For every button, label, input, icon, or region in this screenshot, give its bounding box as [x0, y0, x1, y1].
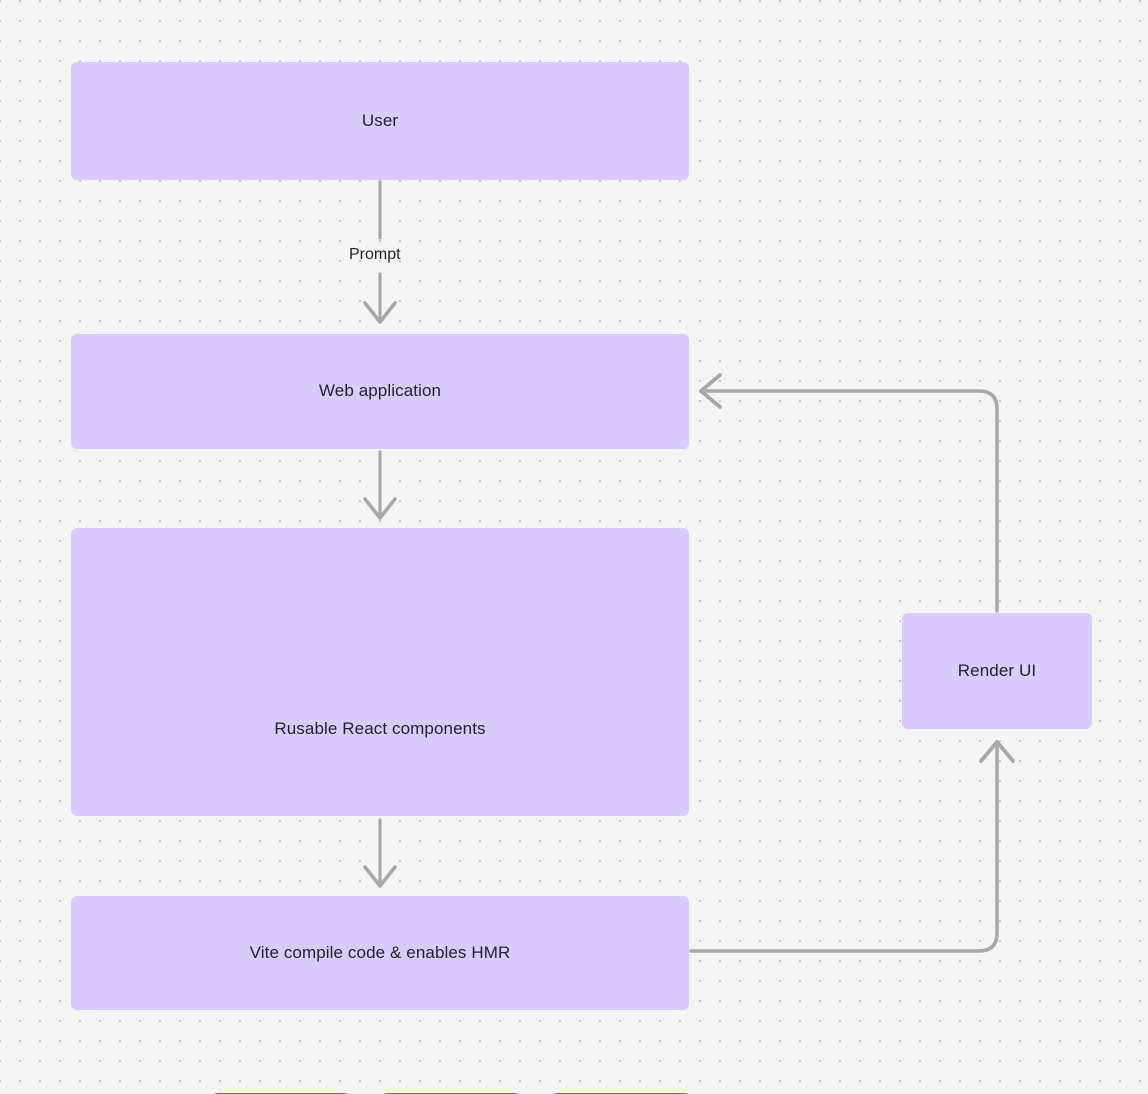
edge-vite-to-render — [689, 740, 1015, 953]
node-user[interactable]: User — [71, 62, 689, 180]
node-vite-label: Vite compile code & enables HMR — [249, 942, 511, 962]
arrowhead-up-render — [979, 740, 1015, 763]
node-render-ui[interactable]: Render UI — [902, 613, 1092, 729]
edge-webapp-to-components — [363, 450, 397, 520]
edge-components-to-vite — [363, 818, 397, 888]
arrowhead-left-webapp — [699, 373, 722, 409]
components-group-caption: Rusable React components — [274, 719, 486, 738]
node-render-ui-label: Render UI — [957, 660, 1037, 680]
node-vite[interactable]: Vite compile code & enables HMR — [71, 896, 689, 1010]
edge-line-vite-render — [689, 740, 999, 953]
node-web-application-label: Web application — [318, 381, 442, 401]
arrowhead-down-webapp — [363, 301, 397, 324]
node-user-label: User — [361, 110, 399, 130]
node-components-group[interactable]: HTML = structure CSS = Styles & Layouts … — [71, 528, 694, 1094]
edge-line-render-webapp — [699, 389, 999, 613]
node-web-application[interactable]: Web application — [71, 334, 689, 449]
arrowhead-down-components — [363, 497, 397, 520]
edge-label-prompt: Prompt — [349, 246, 401, 263]
arrowhead-down-vite — [363, 865, 397, 888]
edge-render-to-webapp — [699, 373, 999, 613]
